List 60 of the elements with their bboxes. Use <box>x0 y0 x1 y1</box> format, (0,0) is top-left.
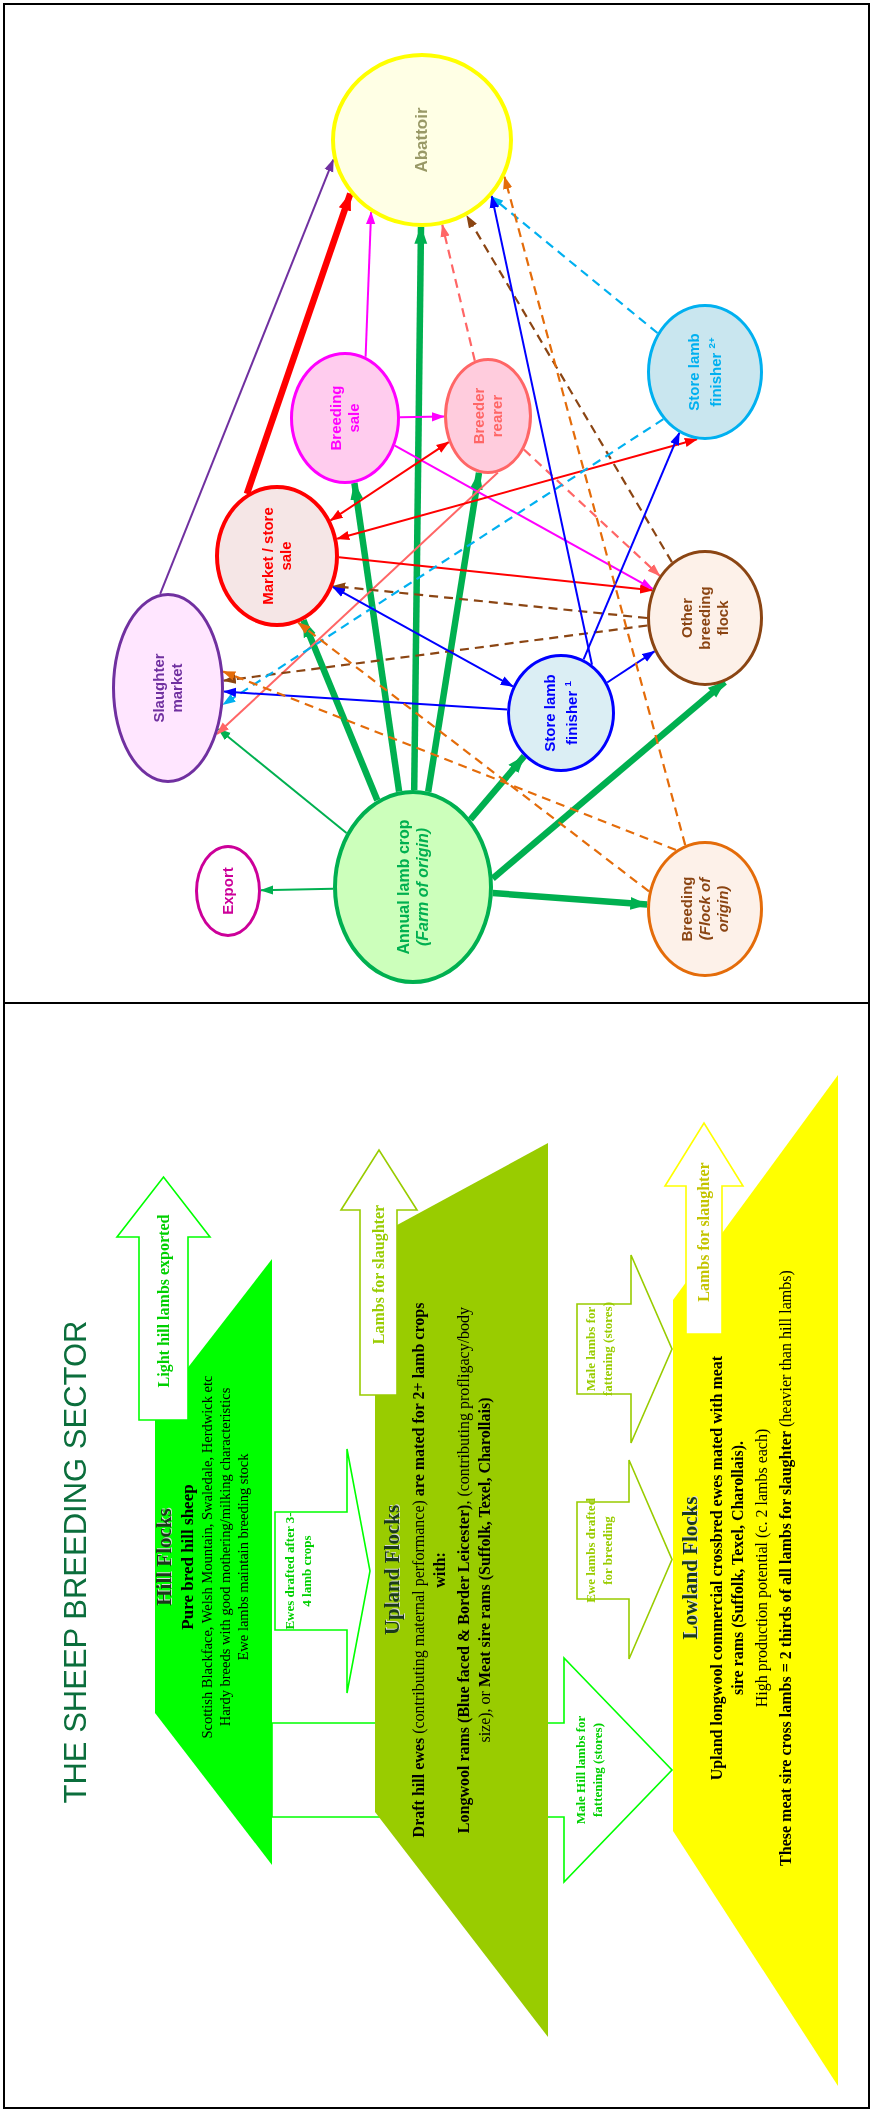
arrow <box>490 195 659 334</box>
arrow <box>582 431 681 661</box>
arrow <box>297 621 650 893</box>
node-label: (Farm of origin) <box>413 826 432 949</box>
panel-label: Light hill lambs exported <box>153 1214 174 1388</box>
arrow <box>350 481 403 792</box>
panel-heading: Hill Flocks <box>152 1508 177 1606</box>
arrow <box>222 418 664 706</box>
node-label: (Flock of origin) <box>696 875 732 943</box>
panel-text: Draft hill ewes (contributing maternal performance) are mated for 2+ lamb crops with: <box>409 1301 449 1840</box>
arrow <box>260 885 334 895</box>
panel-text: Hardy breeds with good mothering/milking characteristics <box>216 1387 234 1727</box>
arrow <box>222 624 648 684</box>
transfer-panel <box>577 1255 672 1443</box>
node-label: Breeding <box>678 875 696 944</box>
panel-label: Lambs for slaughter <box>694 1162 714 1302</box>
transfer-panel <box>577 1460 672 1659</box>
node-label: Other breeding flock <box>678 585 732 652</box>
arrow <box>523 448 661 577</box>
arrow <box>222 670 677 852</box>
arrow <box>223 687 509 711</box>
arrow <box>300 618 381 802</box>
panel-label: Male Hill lambs for fattening (stores) <box>572 1714 606 1827</box>
arrow <box>159 158 335 595</box>
panel-text: Upland longwool commercial crossbred ewes mated with meat sire rams (Suffolk, Texel, Charollais). <box>707 1354 748 1783</box>
arrow <box>492 889 649 910</box>
node-label: Abattoir <box>412 106 432 175</box>
arrow <box>364 211 376 358</box>
panel-subheading: Pure bred hill sheep <box>177 1484 198 1630</box>
arrow <box>399 412 445 422</box>
node-label: Market / store sale <box>259 506 295 607</box>
arrow <box>503 175 687 846</box>
transfer-panel <box>275 1449 370 1693</box>
node-label: Export <box>219 866 237 917</box>
panel-label: Male lambs for fattening (stores) <box>582 1301 616 1398</box>
panel-text: High production potential (c. 2 lambs each) <box>752 1428 772 1708</box>
node-label: Breeding sale <box>327 384 363 453</box>
node-label: Slaughter market <box>150 652 186 725</box>
panel-heading: Upland Flocks <box>380 1504 405 1636</box>
transfer-panel <box>665 1123 743 1334</box>
arrow <box>410 225 428 791</box>
arrow <box>425 471 483 793</box>
diagram-title: THE SHEEP BREEDING SECTOR <box>58 1319 94 1806</box>
arrow <box>243 192 354 495</box>
arrow <box>216 471 499 736</box>
flock-panel <box>673 1075 838 2086</box>
panel-label: Lambs for slaughter <box>368 1204 389 1345</box>
panel-text: Scottish Blackface, Welsh Mountain, Swaledale, Herdwick etc <box>198 1375 216 1739</box>
panel-text: Longwool rams (Blue faced & Border Leicester), (contributing profligacy/body size), or Meat sire rams (Suffolk, Texel, Charollais) <box>454 1305 495 1836</box>
node-label: Annual lamb crop <box>394 818 413 957</box>
panel-text: These meat sire cross lambs = 2 thirds of all lambs for slaughter (heavier than hill lambs) <box>776 1270 796 1866</box>
panel-text: Ewe lambs maintain breeding stock <box>234 1453 252 1661</box>
arrow <box>465 214 673 563</box>
panel-heading: Lowland Flocks <box>678 1496 703 1640</box>
panel-label: Ewes drafted after 3-4 lamb crops <box>281 1511 315 1632</box>
arrow <box>489 194 593 666</box>
ellipse-node <box>290 352 400 484</box>
node-label: Breeder rearer <box>470 386 506 447</box>
arrow <box>440 223 476 361</box>
panel-label: Ewe lambs drafted for breeding <box>582 1497 616 1605</box>
